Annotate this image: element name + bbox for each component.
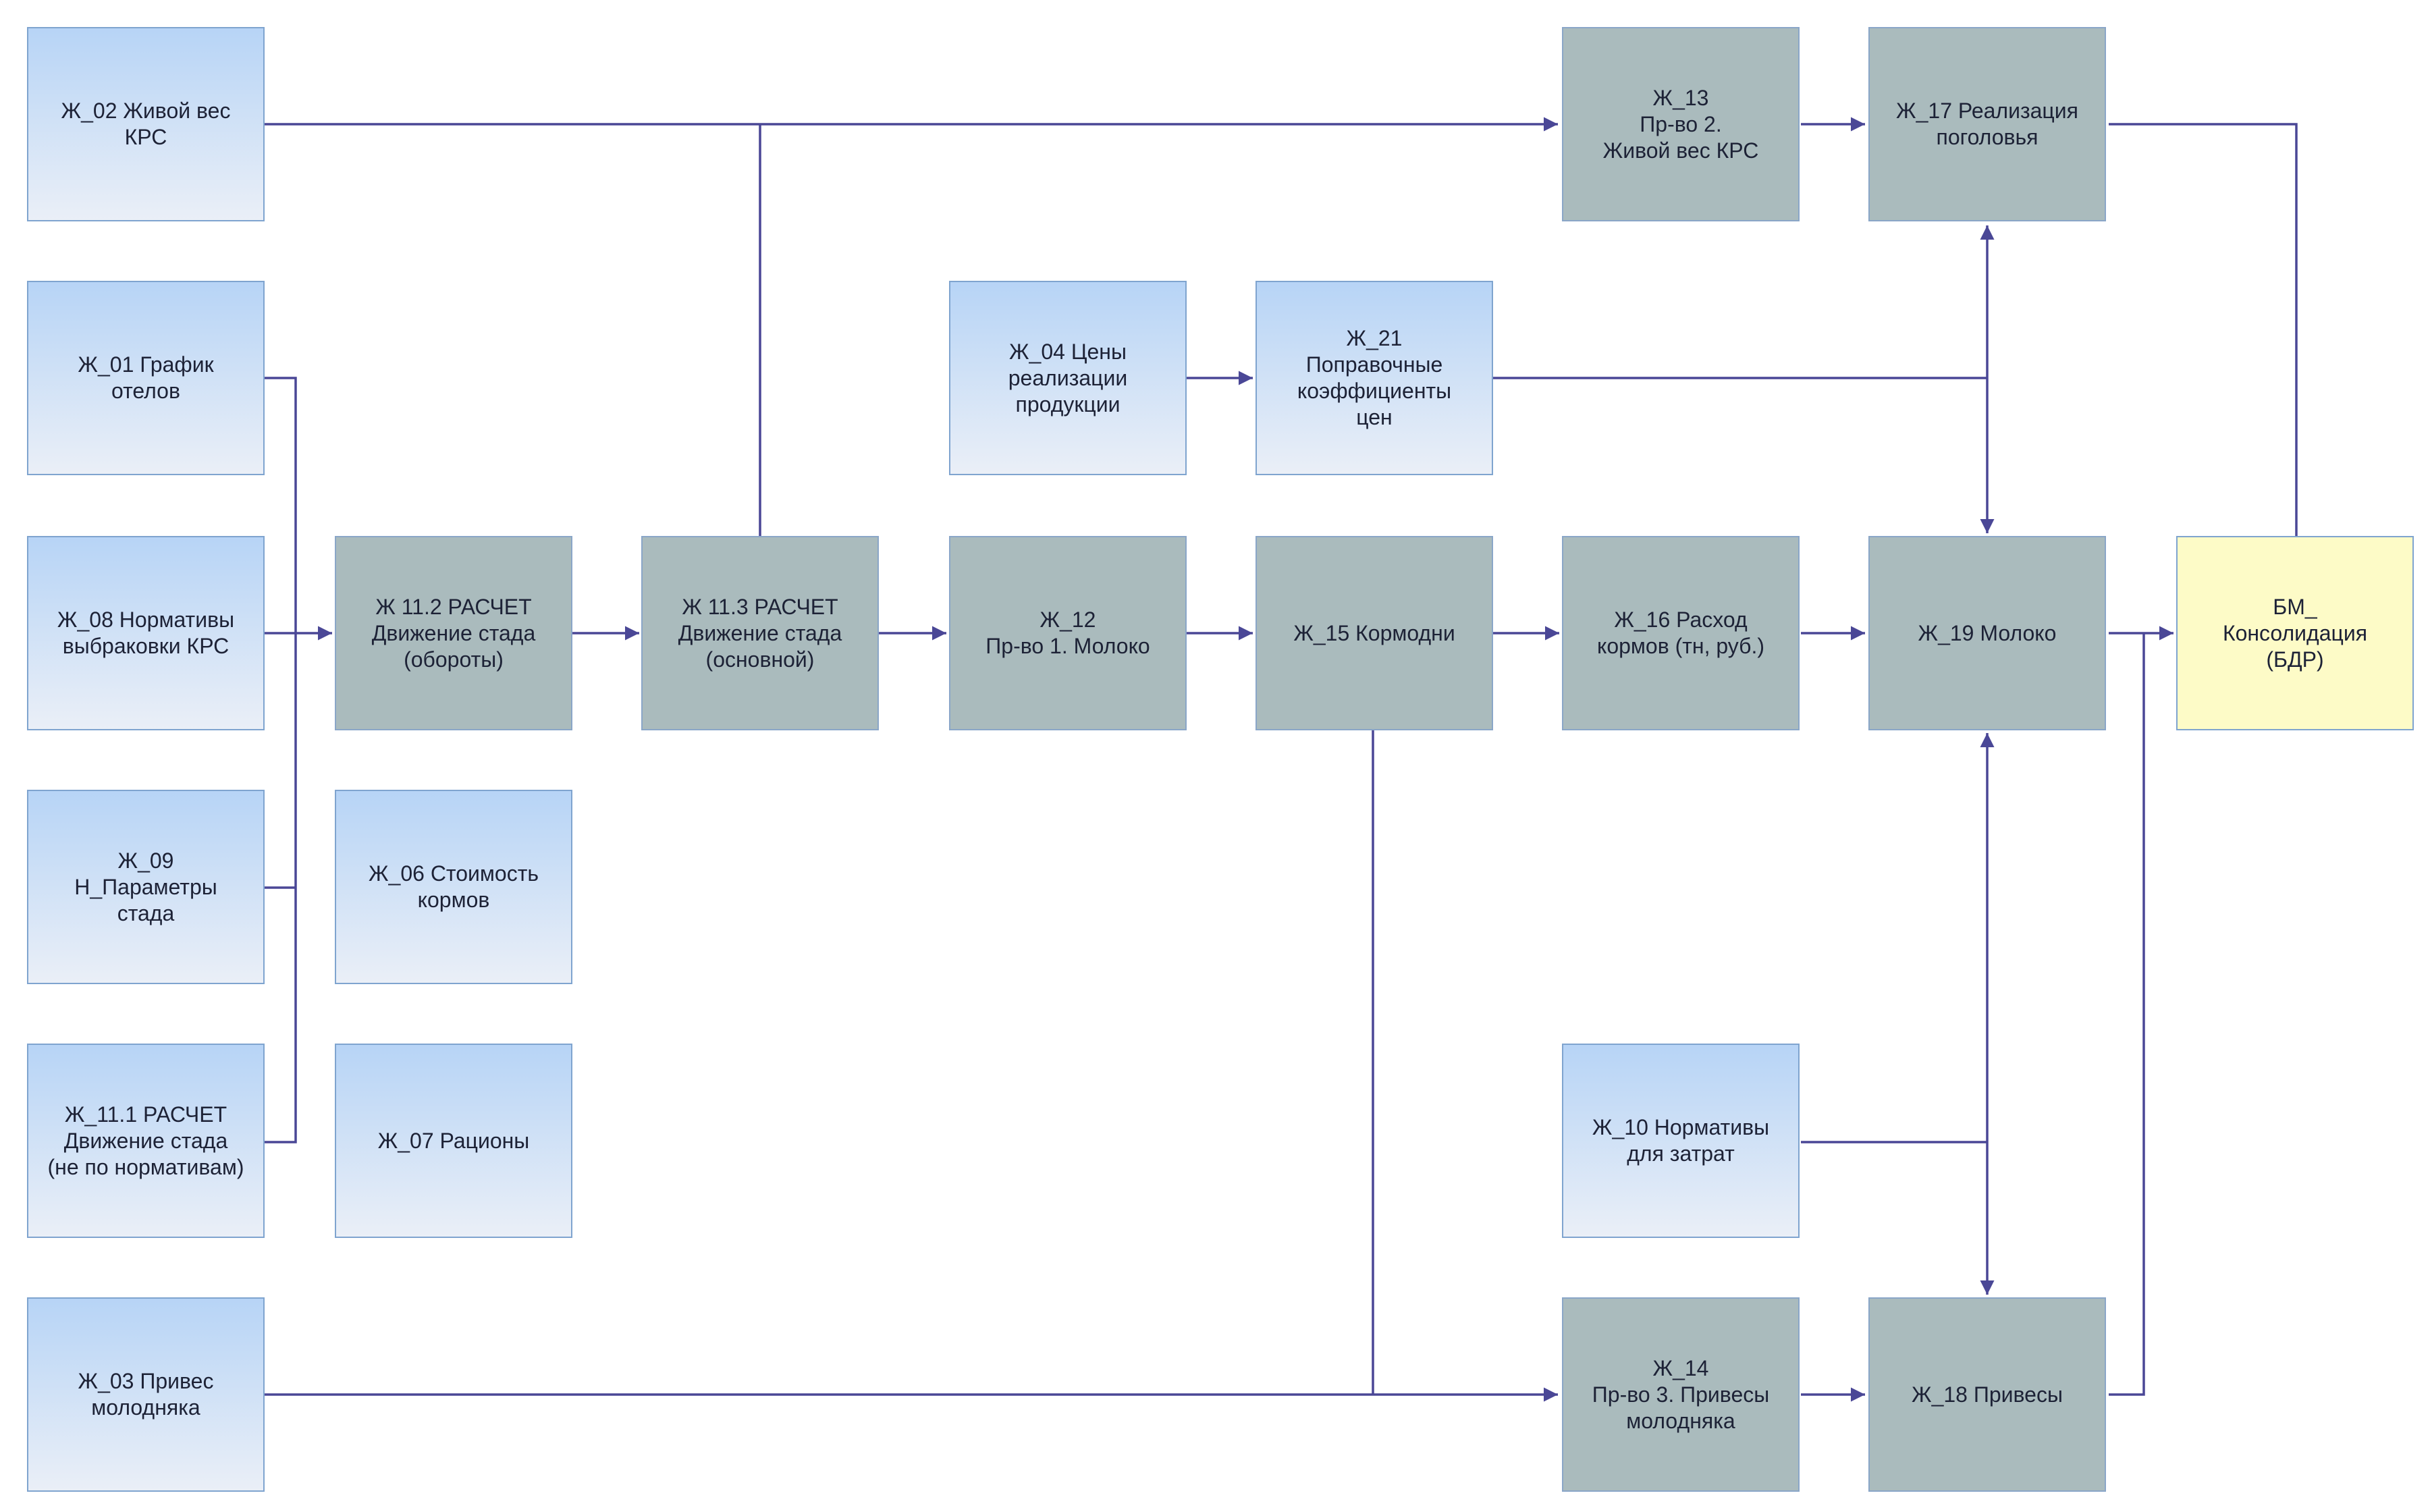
node-zh18[interactable]: Ж_18 Привесы	[1868, 1297, 2106, 1492]
node-label: Ж_19 Молоко	[1918, 620, 2057, 645]
node-label: Ж_02 Живой вес КРС	[61, 99, 231, 149]
node-zh21[interactable]: Ж_21 Поправочные коэффициенты цен	[1256, 281, 1493, 475]
node-zh06[interactable]: Ж_06 Стоимость кормов	[335, 790, 572, 984]
node-label: Ж_12 Пр-во 1. Молоко	[986, 608, 1150, 658]
node-label: Ж_21 Поправочные коэффициенты цен	[1297, 326, 1452, 429]
node-zh14[interactable]: Ж_14 Пр-во 3. Привесы молодняка	[1562, 1297, 1800, 1492]
node-zh13[interactable]: Ж_13 Пр-во 2. Живой вес КРС	[1562, 27, 1800, 221]
node-label: Ж_09 Н_Параметры стада	[74, 848, 217, 925]
node-zh07[interactable]: Ж_07 Рационы	[335, 1044, 572, 1238]
edge-zh01-bus	[265, 377, 297, 1143]
node-label: Ж_11.1 РАСЧЕТ Движение стада (не по норм…	[47, 1102, 244, 1179]
node-label: Ж_18 Привесы	[1912, 1382, 2063, 1407]
node-zh16[interactable]: Ж_16 Расход кормов (тн, руб.)	[1562, 536, 1800, 730]
node-label: Ж 11.3 РАСЧЕТ Движение стада (основной)	[678, 594, 842, 672]
node-label: Ж_06 Стоимость кормов	[368, 861, 539, 912]
node-zh02[interactable]: Ж_02 Живой вес КРС	[27, 27, 265, 221]
node-label: Ж_04 Цены реализации продукции	[1008, 339, 1128, 416]
node-zh04[interactable]: Ж_04 Цены реализации продукции	[949, 281, 1187, 475]
node-zh112[interactable]: Ж 11.2 РАСЧЕТ Движение стада (обороты)	[335, 536, 572, 730]
node-label: Ж_14 Пр-во 3. Привесы молодняка	[1592, 1355, 1770, 1433]
node-zh10[interactable]: Ж_10 Нормативы для затрат	[1562, 1044, 1800, 1238]
edge-zh18-bm	[2109, 633, 2145, 1396]
node-label: Ж_08 Нормативы выбраковки КРС	[57, 608, 235, 658]
node-bm-consolidation[interactable]: БМ_ Консолидация (БДР)	[2176, 536, 2414, 730]
node-label: Ж_03 Привес молодняка	[78, 1369, 214, 1420]
node-label: Ж_15 Кормодни	[1293, 620, 1455, 645]
node-zh113[interactable]: Ж 11.3 РАСЧЕТ Движение стада (основной)	[641, 536, 879, 730]
node-label: Ж_01 График отелов	[78, 352, 214, 403]
node-zh09[interactable]: Ж_09 Н_Параметры стада	[27, 790, 265, 984]
node-zh17[interactable]: Ж_17 Реализация поголовья	[1868, 27, 2106, 221]
node-label: Ж_07 Рационы	[377, 1128, 530, 1153]
node-zh01[interactable]: Ж_01 График отелов	[27, 281, 265, 475]
node-label: Ж_10 Нормативы для затрат	[1592, 1115, 1770, 1166]
node-zh08[interactable]: Ж_08 Нормативы выбраковки КРС	[27, 536, 265, 730]
node-label: Ж_17 Реализация поголовья	[1896, 99, 2078, 149]
node-zh19[interactable]: Ж_19 Молоко	[1868, 536, 2106, 730]
node-zh15[interactable]: Ж_15 Кормодни	[1256, 536, 1493, 730]
edge-zh17-bm	[2109, 123, 2298, 536]
node-label: Ж_13 Пр-во 2. Живой вес КРС	[1602, 85, 1759, 163]
node-zh111[interactable]: Ж_11.1 РАСЧЕТ Движение стада (не по норм…	[27, 1044, 265, 1238]
node-label: Ж 11.2 РАСЧЕТ Движение стада (обороты)	[371, 594, 536, 672]
node-label: БМ_ Консолидация (БДР)	[2222, 594, 2368, 672]
node-label: Ж_16 Расход кормов (тн, руб.)	[1596, 608, 1765, 658]
node-zh03[interactable]: Ж_03 Привес молодняка	[27, 1297, 265, 1492]
node-zh12[interactable]: Ж_12 Пр-во 1. Молоко	[949, 536, 1187, 730]
